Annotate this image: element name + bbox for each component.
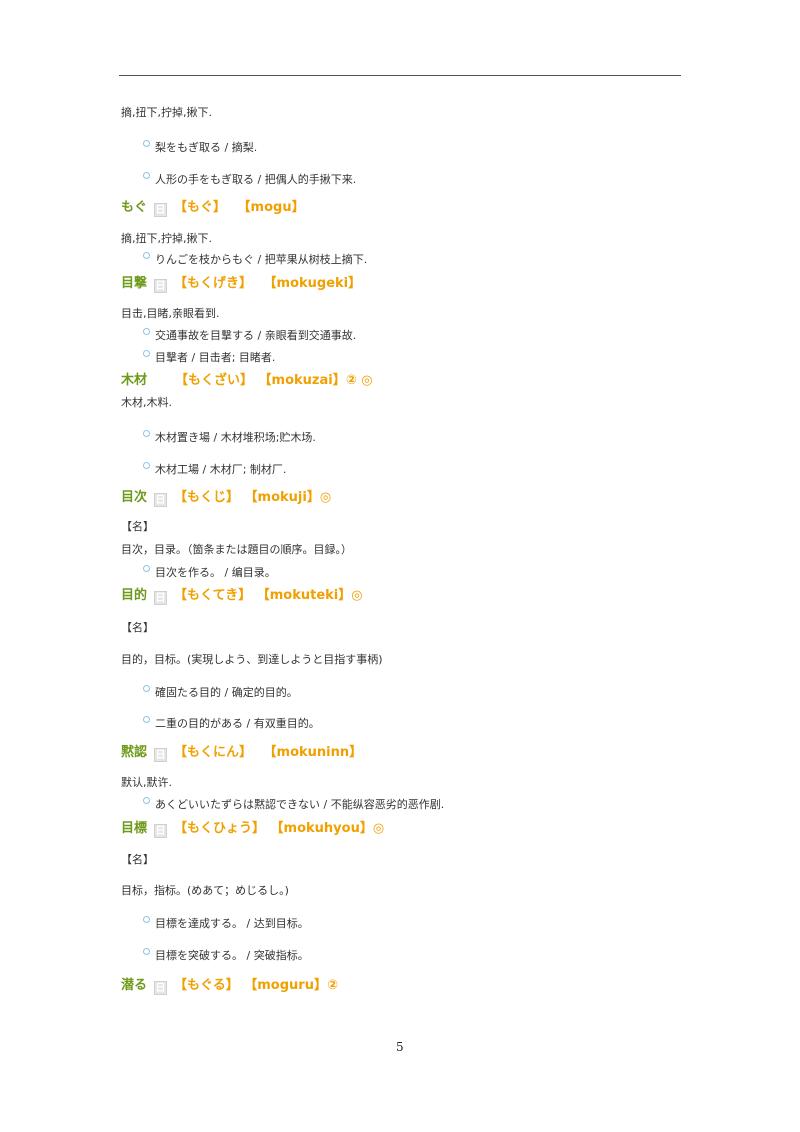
japanese-mark-icon: 日 [154, 824, 168, 838]
example-text: あくどいいたずらは黙認できない / 不能纵容恶劣的恶作剧. [155, 798, 445, 811]
example-text: 梨をもぎ取る / 摘梨. [155, 141, 258, 154]
definition-text: 目标，指标。(めあて；めじるし。) [121, 884, 289, 897]
entry-heading: 木材 【もくざい】【mokuzai】② ◎ [121, 373, 373, 389]
bullet-icon [143, 797, 150, 804]
japanese-mark-icon: 日 [154, 591, 168, 605]
bullet-icon [143, 350, 150, 357]
example-text: 人形の手をもぎ取る / 把偶人的手揪下来. [155, 173, 357, 186]
example-text: 目撃者 / 目击者; 目睹者. [155, 351, 276, 364]
romaji-reading: 【mokugeki】 [270, 276, 362, 291]
accent-mark: ◎ [319, 490, 332, 505]
headword: 木材 [121, 373, 148, 388]
example-item: 人形の手をもぎ取る / 把偶人的手揪下来. [143, 172, 356, 187]
romaji-reading: 【moguru】 [250, 978, 327, 993]
definition-text: 摘,扭下,拧掉,揪下. [121, 232, 212, 245]
page-number: 5 [396, 1040, 404, 1054]
example-text: 確固たる目的 / 确定的目的。 [155, 686, 298, 699]
definition-text: 目次，目录。（箇条または題目の順序。目録。） [121, 543, 352, 556]
example-text: 目次を作る。 / 编目录。 [155, 566, 276, 579]
example-item: 目撃者 / 目击者; 目睹者. [143, 350, 275, 365]
kana-reading: 【もぐ】 [174, 200, 227, 215]
kana-reading: 【もくにん】 [174, 745, 253, 760]
example-item: 木材置き場 / 木材堆积场;贮木场. [143, 430, 316, 445]
definition-text: 目击,目睹,亲眼看到. [121, 307, 220, 320]
example-item: 目標を達成する。 / 达到目标。 [143, 916, 309, 931]
part-of-speech: 【名】 [121, 621, 154, 634]
bullet-icon [143, 716, 150, 723]
accent-mark: ② [326, 978, 338, 993]
accent-mark: ② ◎ [345, 373, 373, 388]
part-of-speech: 【名】 [121, 853, 154, 866]
headword: 黙認 [121, 745, 148, 760]
bullet-icon [143, 948, 150, 955]
japanese-mark-icon: 日 [154, 203, 168, 217]
example-item: 梨をもぎ取る / 摘梨. [143, 140, 257, 155]
kana-reading: 【もくげき】 [174, 276, 253, 291]
kana-reading: 【もくざい】 [175, 373, 254, 388]
part-of-speech: 【名】 [121, 520, 154, 533]
example-item: 交通事故を目撃する / 亲眼看到交通事故. [143, 328, 356, 343]
definition-text: 默认,默许. [121, 776, 172, 789]
bullet-icon [143, 685, 150, 692]
headword: もぐ [121, 200, 148, 215]
entry-heading: もぐ日【もぐ】 【mogu】 [121, 200, 305, 217]
romaji-reading: 【mokuji】 [251, 490, 320, 505]
entry-heading: 目撃日【もくげき】 【mokugeki】 [121, 276, 361, 293]
definition-text: 目的，目标。(実現しよう、到達しようと目指す事柄) [121, 653, 383, 666]
kana-reading: 【もぐる】 [174, 978, 239, 993]
headword: 目的 [121, 588, 148, 603]
bullet-icon [143, 328, 150, 335]
bullet-icon [143, 462, 150, 469]
example-item: りんごを枝からもぐ / 把苹果从树枝上摘下. [143, 252, 367, 267]
bullet-icon [143, 140, 150, 147]
japanese-mark-icon: 日 [154, 748, 168, 762]
example-item: 目標を突破する。 / 突破指标。 [143, 948, 309, 963]
romaji-reading: 【mokuzai】 [265, 373, 346, 388]
bullet-icon [143, 916, 150, 923]
headword: 目標 [121, 821, 148, 836]
header-rule [119, 75, 681, 76]
example-text: 目標を突破する。 / 突破指标。 [155, 949, 309, 962]
example-text: 木材置き場 / 木材堆积场;贮木场. [155, 431, 316, 444]
entry-heading: 目標日【もくひょう】【mokuhyou】◎ [121, 821, 384, 838]
example-item: 確固たる目的 / 确定的目的。 [143, 685, 298, 700]
japanese-mark-icon: 日 [154, 981, 168, 995]
japanese-mark-icon: 日 [154, 279, 168, 293]
kana-reading: 【もくひょう】 [174, 821, 266, 836]
example-text: りんごを枝からもぐ / 把苹果从树枝上摘下. [155, 253, 368, 266]
accent-mark: ◎ [351, 588, 363, 603]
bullet-icon [143, 565, 150, 572]
romaji-reading: 【mokuninn】 [270, 745, 363, 760]
bullet-icon [143, 252, 150, 259]
entry-heading: 目的日【もくてき】【mokuteki】◎ [121, 588, 363, 605]
entry-heading: 目次日【もくじ】【mokuji】◎ [121, 490, 331, 507]
definition-text: 摘,扭下,拧掉,揪下. [121, 106, 212, 119]
romaji-reading: 【mogu】 [244, 200, 305, 215]
kana-reading: 【もくじ】 [174, 490, 240, 505]
kana-reading: 【もくてき】 [174, 588, 252, 603]
definition-text: 木材,木料. [121, 396, 172, 409]
example-text: 目標を達成する。 / 达到目标。 [155, 917, 309, 930]
example-item: あくどいいたずらは黙認できない / 不能纵容恶劣的恶作剧. [143, 797, 444, 812]
example-item: 木材工場 / 木材厂; 制材厂. [143, 462, 286, 477]
accent-mark: ◎ [372, 821, 385, 836]
example-item: 目次を作る。 / 编目录。 [143, 565, 276, 580]
headword: 潜る [121, 978, 148, 993]
entry-heading: 潜る日【もぐる】【moguru】② [121, 978, 338, 995]
entry-heading: 黙認日【もくにん】 【mokuninn】 [121, 745, 362, 762]
example-item: 二重の目的がある / 有双重目的。 [143, 716, 320, 731]
bullet-icon [143, 172, 150, 179]
headword: 目次 [121, 490, 148, 505]
bullet-icon [143, 430, 150, 437]
example-text: 木材工場 / 木材厂; 制材厂. [155, 463, 287, 476]
japanese-mark-icon: 日 [154, 493, 168, 507]
romaji-reading: 【mokuteki】 [263, 588, 352, 603]
headword: 目撃 [121, 276, 148, 291]
romaji-reading: 【mokuhyou】 [277, 821, 373, 836]
example-text: 交通事故を目撃する / 亲眼看到交通事故. [155, 329, 357, 342]
example-text: 二重の目的がある / 有双重目的。 [155, 717, 320, 730]
